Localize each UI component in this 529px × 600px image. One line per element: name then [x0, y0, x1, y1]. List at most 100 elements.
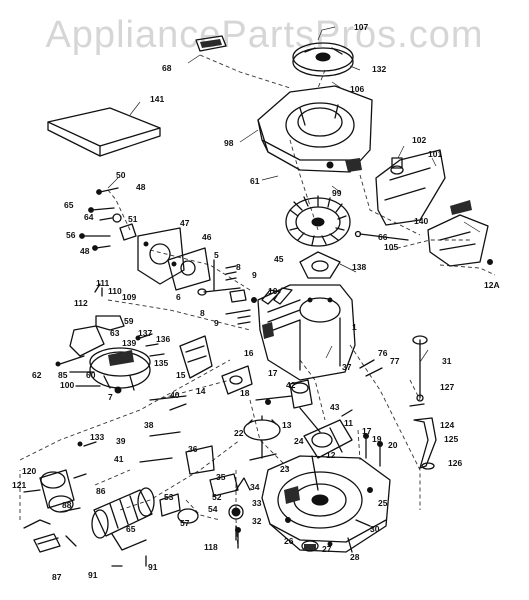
callout-19: 19 [372, 434, 382, 444]
callout-132: 132 [372, 64, 386, 74]
callout-62: 62 [32, 370, 42, 380]
callout-39: 39 [116, 436, 126, 446]
callout-61: 61 [250, 176, 260, 186]
callout-87: 87 [52, 572, 62, 582]
part-dipstick-31 [412, 335, 428, 402]
part-oil-fill-tube-124 [409, 403, 437, 470]
watermark: AppliancePartsPros.com [45, 14, 484, 56]
callout-51: 51 [128, 214, 138, 224]
callout-100: 100 [60, 380, 74, 390]
callout-38: 38 [144, 420, 154, 430]
callout-68: 68 [162, 63, 172, 73]
callout-66: 66 [378, 232, 388, 242]
callout-141: 141 [150, 94, 164, 104]
callout-35: 35 [216, 472, 226, 482]
callout-99: 99 [332, 188, 342, 198]
callout-25: 25 [378, 498, 388, 508]
callout-48: 48 [136, 182, 146, 192]
callout-105: 105 [384, 242, 398, 252]
part-plate-68 [195, 35, 227, 52]
callout-127: 127 [440, 382, 454, 392]
part-bolts-30-33 [355, 519, 371, 527]
callout-112: 112 [74, 298, 88, 308]
callout-53: 53 [164, 492, 174, 502]
callout-139: 139 [122, 338, 136, 348]
callout-124: 124 [440, 420, 454, 430]
callout-31: 31 [442, 356, 452, 366]
callout-17: 17 [268, 368, 278, 378]
callout-32: 32 [252, 516, 262, 526]
part-piston-connecting-rod [255, 379, 333, 448]
part-flywheel-138 [285, 195, 351, 279]
part-plate-47 [137, 227, 185, 285]
callout-91b: 91 [148, 562, 158, 572]
part-muffler-101 [375, 149, 446, 226]
callout-6: 6 [176, 292, 181, 302]
callout-133: 133 [90, 432, 104, 442]
callout-136: 136 [156, 334, 170, 344]
callout-107: 107 [354, 22, 368, 32]
callout-42: 42 [286, 380, 296, 390]
callout-106: 106 [350, 84, 364, 94]
callout-41: 41 [114, 454, 124, 464]
part-valves-springs [197, 259, 257, 325]
part-cylinder-block-1 [257, 284, 356, 381]
callout-14: 14 [196, 386, 206, 396]
callout-137: 137 [138, 328, 152, 338]
part-screws-upper-left [79, 187, 137, 251]
callout-85: 85 [58, 370, 68, 380]
callout-65: 65 [64, 200, 74, 210]
callout-13: 13 [282, 420, 292, 430]
part-linkage-38-41 [139, 395, 187, 463]
callout-63: 63 [110, 328, 120, 338]
callout-110: 110 [108, 286, 122, 296]
callout-77: 77 [390, 356, 400, 366]
callout-121: 121 [12, 480, 26, 490]
callout-33: 33 [252, 498, 262, 508]
callout-140: 140 [414, 216, 428, 226]
callout-76: 76 [378, 348, 388, 358]
callout-135: 135 [154, 358, 168, 368]
callout-101: 101 [428, 149, 442, 159]
part-drain-plug-26 [301, 537, 353, 553]
part-sump-base-25 [261, 455, 391, 553]
callout-48b: 48 [80, 246, 90, 256]
callout-88: 88 [62, 500, 72, 510]
assembly-lines [19, 54, 496, 549]
callout-30: 30 [370, 524, 380, 534]
callout-23: 23 [280, 464, 290, 474]
callout-34: 34 [250, 482, 260, 492]
callout-22: 22 [234, 428, 244, 438]
callout-5: 5 [214, 250, 219, 260]
part-starter-cup-132 [292, 42, 354, 77]
part-carburetor [69, 283, 151, 394]
callout-138: 138 [352, 262, 366, 272]
callout-118: 118 [204, 542, 218, 552]
callout-46: 46 [202, 232, 212, 242]
callout-12: 12 [326, 450, 336, 460]
callout-26: 26 [284, 536, 294, 546]
part-bolt-118 [235, 527, 241, 549]
callout-43: 43 [330, 402, 340, 412]
part-levers-left [55, 355, 101, 387]
callout-8b: 8 [200, 308, 205, 318]
part-bolts-76-77 [359, 359, 383, 377]
callout-120: 120 [22, 466, 36, 476]
callout-57: 57 [180, 518, 190, 528]
callout-47: 47 [180, 218, 190, 228]
callout-40: 40 [170, 390, 180, 400]
callout-109: 109 [122, 292, 136, 302]
part-cam-gear-22 [243, 415, 281, 461]
callout-52: 52 [212, 492, 222, 502]
callout-64: 64 [84, 212, 94, 222]
part-air-filter-141 [47, 107, 161, 157]
callout-60: 60 [86, 370, 96, 380]
callout-16: 16 [244, 348, 254, 358]
part-gasket-36 [185, 445, 215, 475]
part-clamps-88-87 [23, 507, 81, 553]
callout-36: 36 [188, 444, 198, 454]
callout-7: 7 [108, 392, 113, 402]
callout-27: 27 [322, 544, 332, 554]
leader-lines [107, 26, 481, 363]
